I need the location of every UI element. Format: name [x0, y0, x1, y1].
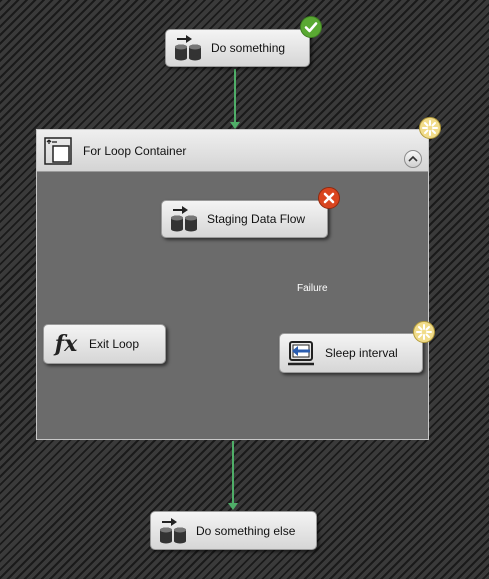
task-label: Do something [211, 41, 286, 55]
arrow-head [230, 122, 240, 129]
expression-fx-icon: fx [54, 331, 78, 357]
task-exit-loop[interactable]: fx Exit Loop [43, 324, 166, 364]
task-sleep-interval[interactable]: Sleep interval [279, 333, 423, 373]
data-flow-icon [167, 204, 201, 234]
failure-constraint-label: Failure [297, 283, 328, 294]
success-check-icon [300, 16, 322, 38]
container-header[interactable]: For Loop Container [37, 130, 428, 172]
task-label: Do something else [196, 523, 296, 538]
pending-status-icon [419, 117, 441, 139]
execute-process-icon [285, 338, 319, 368]
task-do-something[interactable]: Do something [165, 29, 310, 67]
task-do-something-else[interactable]: Do something else [150, 511, 317, 550]
error-x-icon [318, 187, 340, 209]
task-label: Exit Loop [89, 337, 140, 351]
container-title: For Loop Container [83, 143, 187, 158]
for-loop-container[interactable]: For Loop Container [36, 129, 429, 440]
for-loop-icon [44, 136, 72, 165]
pending-status-icon [413, 321, 435, 343]
task-label: Staging Data Flow [207, 212, 306, 226]
data-flow-icon [171, 33, 205, 63]
task-label: Sleep interval [325, 346, 398, 360]
arrow-head [228, 503, 238, 510]
collapse-chevron-icon[interactable] [404, 150, 422, 168]
data-flow-icon [156, 516, 190, 546]
task-staging-data-flow[interactable]: Staging Data Flow [161, 200, 328, 238]
